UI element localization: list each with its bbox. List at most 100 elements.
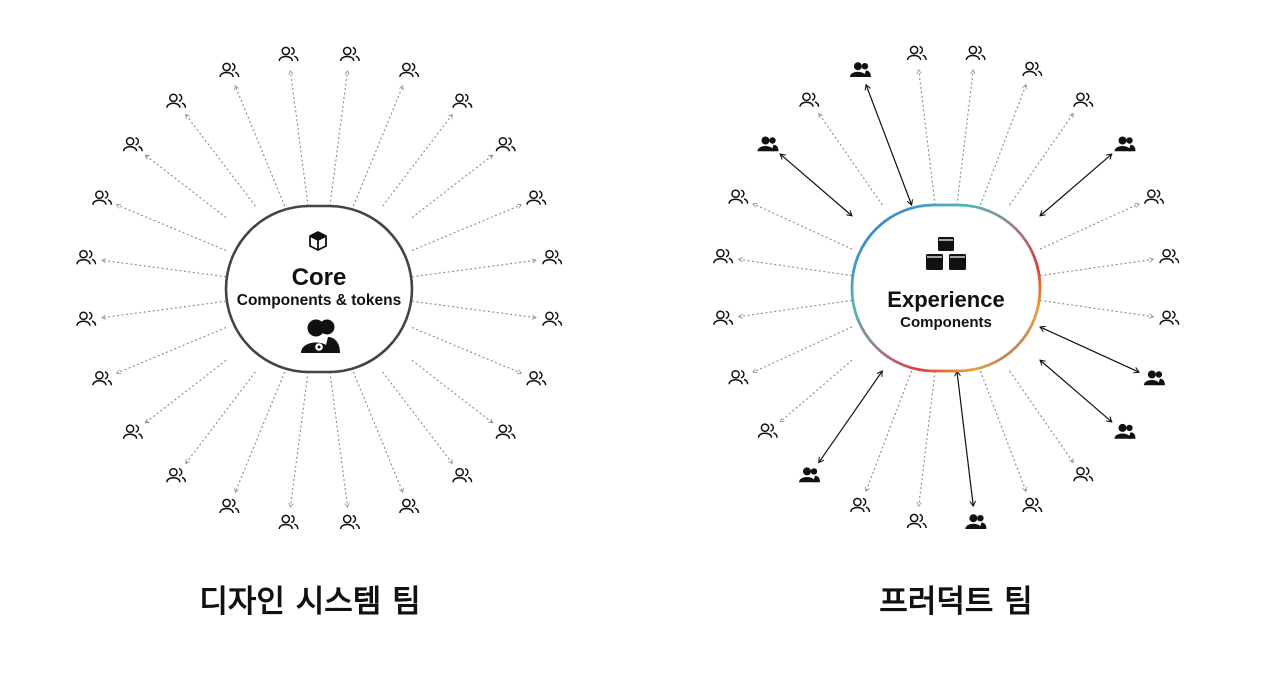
team-member-icon[interactable] (799, 92, 820, 108)
team-member-icon[interactable] (1022, 61, 1043, 77)
team-member-icon[interactable] (850, 497, 871, 513)
one-way-connection (779, 359, 853, 423)
team-member-icon[interactable] (1073, 92, 1094, 108)
two-way-connection (818, 370, 883, 464)
team-member-icon[interactable] (965, 45, 986, 61)
team-member-icon[interactable] (906, 513, 927, 529)
team-member-icon[interactable] (495, 424, 516, 440)
team-member-icon[interactable] (526, 370, 547, 387)
team-member-filled-icon[interactable] (1114, 136, 1136, 152)
one-way-connection (752, 203, 853, 250)
team-member-filled-icon[interactable] (849, 62, 871, 77)
team-member-icon[interactable] (526, 190, 547, 206)
two-way-connection (1039, 359, 1113, 423)
team-member-filled-icon[interactable] (1114, 423, 1136, 439)
team-member-icon[interactable] (452, 467, 473, 483)
one-way-connection (101, 258, 227, 278)
one-way-connection (115, 327, 227, 375)
one-way-connection (382, 113, 453, 207)
team-member-icon[interactable] (219, 498, 240, 514)
team-member-icon[interactable] (339, 514, 360, 530)
team-member-icon[interactable] (495, 136, 516, 153)
team-member-icon[interactable] (399, 62, 420, 78)
team-member-icon[interactable] (713, 248, 734, 264)
one-way-connection (288, 371, 309, 508)
team-member-icon[interactable] (1022, 497, 1043, 513)
team-member-filled-icon[interactable] (965, 514, 987, 529)
two-way-connection (779, 153, 853, 217)
team-member-icon[interactable] (452, 93, 473, 109)
one-way-connection (752, 326, 853, 373)
one-way-connection (738, 299, 853, 319)
team-member-filled-icon[interactable] (757, 136, 779, 152)
experience-subtitle: Components (900, 314, 992, 331)
one-way-connection (382, 371, 453, 465)
team-member-icon[interactable] (166, 93, 187, 109)
one-way-connection (144, 359, 227, 424)
one-way-connection (979, 84, 1028, 206)
experience-node[interactable] (850, 203, 1042, 373)
team-member-icon[interactable] (1159, 248, 1180, 264)
one-way-connection (411, 300, 537, 320)
team-member-icon[interactable] (542, 249, 563, 265)
team-member-icon[interactable] (1144, 189, 1165, 205)
two-way-connection (864, 83, 914, 206)
one-way-connection (411, 258, 537, 278)
team-member-icon[interactable] (219, 62, 240, 78)
one-way-connection (1009, 112, 1074, 206)
one-way-connection (411, 203, 523, 251)
one-way-connection (185, 113, 256, 207)
one-way-connection (1039, 299, 1154, 319)
one-way-connection (738, 257, 853, 277)
team-member-filled-icon[interactable] (799, 467, 820, 483)
product-team-caption: 프러덕트 팀 (879, 584, 1033, 620)
team-member-icon[interactable] (757, 423, 778, 439)
one-way-connection (1009, 370, 1074, 464)
team-member-icon[interactable] (122, 424, 143, 440)
one-way-connection (329, 371, 350, 508)
team-member-icon[interactable] (92, 190, 113, 206)
one-way-connection (411, 359, 494, 424)
one-way-connection (411, 327, 523, 375)
team-member-icon[interactable] (122, 136, 143, 153)
one-way-connection (329, 70, 350, 207)
team-member-icon[interactable] (542, 311, 563, 327)
one-way-connection (916, 69, 936, 206)
one-way-connection (115, 203, 227, 251)
cubes-stack-icon (926, 237, 966, 270)
design-system-team-caption: 디자인 시스템 팀 (199, 584, 421, 620)
team-member-icon[interactable] (1073, 466, 1094, 482)
team-member-icon[interactable] (278, 514, 299, 530)
core-title: Core (292, 264, 347, 291)
one-way-connection (979, 370, 1028, 492)
one-way-connection (1039, 257, 1154, 277)
users-gear-icon (301, 319, 340, 353)
team-member-icon[interactable] (906, 45, 927, 61)
team-member-icon[interactable] (728, 369, 749, 386)
one-way-connection (1039, 203, 1140, 250)
right-connection-lines (738, 69, 1154, 508)
team-member-filled-icon[interactable] (1143, 370, 1165, 386)
team-member-icon[interactable] (1159, 310, 1180, 326)
one-way-connection (864, 370, 913, 492)
team-member-icon[interactable] (339, 46, 360, 62)
one-way-connection (234, 371, 286, 493)
core-subtitle: Components & tokens (237, 292, 401, 309)
core-node[interactable] (224, 204, 414, 374)
team-member-icon[interactable] (166, 467, 187, 483)
one-way-connection (818, 112, 883, 206)
team-member-icon[interactable] (76, 249, 97, 265)
team-member-icon[interactable] (278, 46, 299, 62)
one-way-connection (101, 300, 227, 320)
team-member-icon[interactable] (92, 370, 113, 387)
team-member-icon[interactable] (728, 189, 749, 205)
team-member-icon[interactable] (76, 311, 97, 327)
cube-icon (309, 231, 327, 251)
one-way-connection (185, 371, 256, 465)
two-way-connection (1039, 153, 1113, 217)
one-way-connection (144, 154, 227, 219)
team-member-icon[interactable] (713, 310, 734, 326)
two-way-connection (1039, 325, 1141, 374)
team-member-icon[interactable] (399, 498, 420, 514)
